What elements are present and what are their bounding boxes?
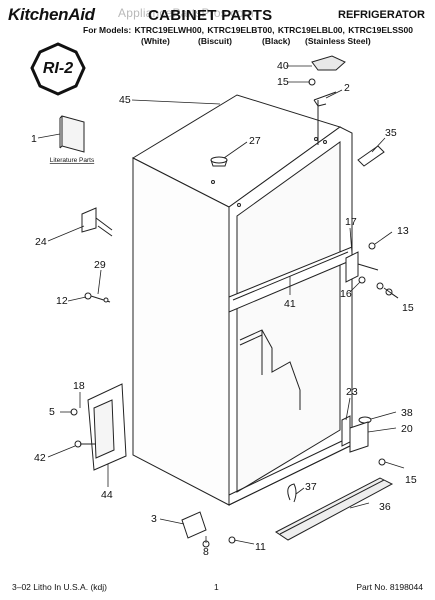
model-number: KTRC19ELBT00, [207,25,275,35]
appliance-category: REFRIGERATOR [338,9,425,21]
toe-grille [275,477,394,541]
page-number: 1 [214,582,219,592]
models-line: For Models: KTRC19ELWH00, KTRC19ELBT00, … [83,25,414,35]
color-label: (Stainless Steel) [305,36,371,46]
callout-40: 40 [277,60,289,72]
literature-booklet [59,115,85,153]
cap-part [210,156,228,167]
callout-16: 16 [340,288,352,300]
screw-part [84,292,111,303]
ri2-badge: RI-2 [30,42,86,96]
right-hinge-parts [345,242,393,296]
model-number: KTRC19ELSS00 [348,25,413,35]
callout-5: 5 [49,406,55,418]
litho-note: 3–02 Litho In U.S.A. (kdj) [12,582,107,592]
model-number: KTRC19ELBL00, [277,25,345,35]
callout-44: 44 [101,489,113,501]
callout-36: 36 [379,501,391,513]
page-header: AppliancePartsPros.com KitchenAid CABINE… [0,0,435,58]
part-number: Part No. 8198044 [356,582,423,592]
callout-38: 38 [401,407,413,419]
callout-3: 3 [151,513,157,525]
callout-2: 2 [344,82,350,94]
callout-12: 12 [56,295,68,307]
model-number: KTRC19ELWH00, [134,25,204,35]
callout-27: 27 [249,135,261,147]
callout-17: 17 [345,216,357,228]
callout-1: 1 [31,133,37,145]
badge-text: RI-2 [43,60,73,77]
lower-hinge-parts [181,511,236,548]
callout-20: 20 [401,423,413,435]
callout-8: 8 [203,546,209,558]
color-label: (White) [141,36,170,46]
callout-29: 29 [94,259,106,271]
refrigerator-cabinet [131,94,353,506]
brand-logo: KitchenAid [8,5,95,24]
callout-37: 37 [305,481,317,493]
clip-part [287,483,297,503]
callout-13: 13 [397,225,409,237]
callout-15: 15 [277,76,289,88]
literature-label: Literature Parts [50,157,95,164]
callout-45: 45 [119,94,131,106]
page-title: CABINET PARTS [148,7,273,24]
callout-24: 24 [35,236,47,248]
watermark: AppliancePartsPros.com [118,6,254,20]
callout-15: 15 [405,474,417,486]
callout-18: 18 [73,380,85,392]
top-hinge [308,55,346,145]
callout-41: 41 [284,298,296,310]
callout-15: 15 [402,302,414,314]
lower-hinge-bracket [70,383,127,471]
callout-11: 11 [255,541,266,553]
models-prefix: For Models: [83,25,132,35]
color-label: (Black) [262,36,291,46]
callout-23: 23 [346,386,358,398]
color-label: (Biscuit) [198,36,232,46]
callout-42: 42 [34,452,46,464]
callout-35: 35 [385,127,397,139]
right-lower-hinge-parts [341,415,386,466]
bracket-part [357,145,385,167]
hinge-pin-part [81,207,113,237]
